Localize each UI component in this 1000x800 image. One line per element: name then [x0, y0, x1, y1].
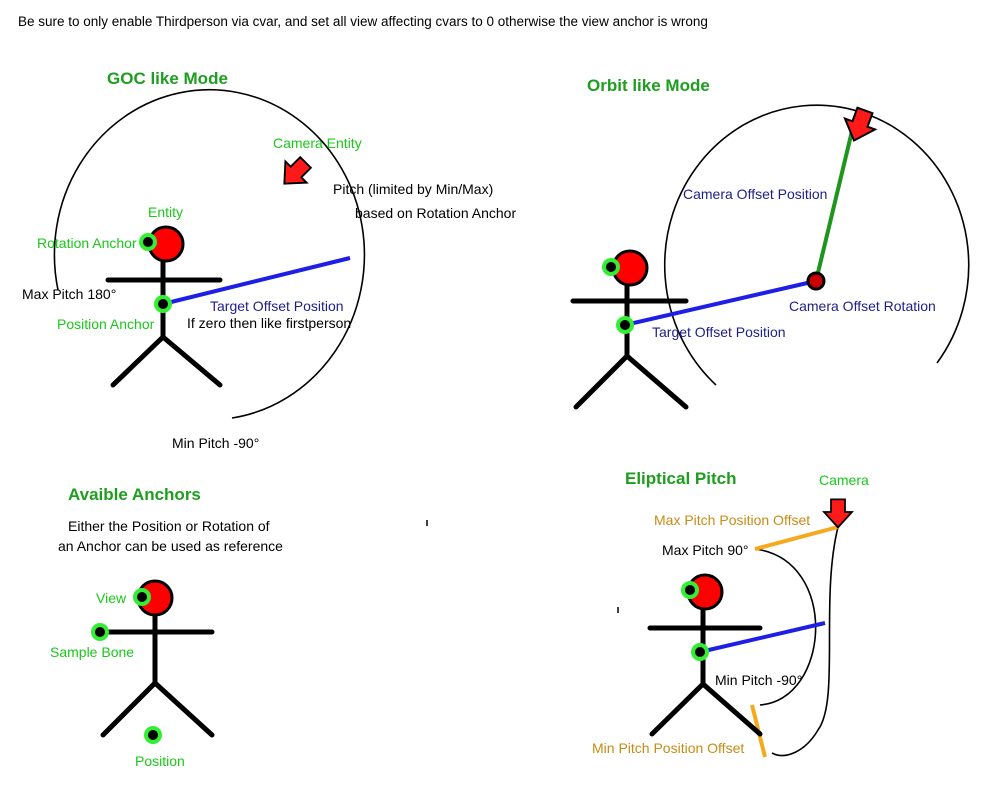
eliptical-max-pitch-label: Max Pitch 90° — [662, 542, 749, 558]
eliptical-outer-arc — [771, 526, 839, 757]
goc-target-offset-note: If zero then like firstperson — [187, 315, 351, 331]
orbit-camera-arrow-icon — [837, 103, 881, 148]
anchors-title: Avaible Anchors — [68, 485, 201, 504]
orbit-camera-offset-rotation-label: Camera Offset Rotation — [789, 298, 936, 314]
orbit-title: Orbit like Mode — [587, 76, 710, 95]
eliptical-max-offset-label: Max Pitch Position Offset — [654, 512, 810, 528]
orbit-position-anchor-marker — [616, 316, 634, 334]
eliptical-inner-arc — [754, 548, 817, 706]
goc-pitch-line1: Pitch (limited by Min/Max) — [333, 181, 493, 197]
goc-min-pitch-label: Min Pitch -90° — [172, 435, 259, 451]
goc-pitch-arc — [53, 89, 366, 419]
goc-camera-entity-label: Camera Entity — [273, 135, 362, 151]
goc-entity-label: Entity — [148, 204, 183, 220]
eliptical-max-offset-line — [754, 525, 839, 551]
anchors-position-label: Position — [135, 753, 185, 769]
eliptical-camera-label: Camera — [819, 472, 869, 488]
anchors-panel: Avaible Anchors Either the Position or R… — [50, 485, 283, 769]
orbit-target-offset-label: Target Offset Position — [652, 324, 786, 340]
anchors-position-marker — [144, 726, 162, 744]
orbit-camera-offset-line — [814, 130, 854, 282]
goc-position-anchor-marker — [154, 295, 172, 313]
goc-stick-figure-icon — [105, 225, 223, 388]
eliptical-target-line — [699, 621, 826, 654]
orbit-stick-figure-icon — [570, 249, 689, 410]
orbit-target-offset-line — [624, 279, 817, 327]
anchors-view-marker — [133, 588, 151, 606]
anchors-sample-bone-marker — [91, 623, 109, 641]
orbit-arc — [663, 104, 970, 386]
goc-camera-arrow-icon — [272, 150, 318, 196]
eliptical-min-offset-label: Min Pitch Position Offset — [592, 740, 744, 756]
orbit-rotation-anchor-marker — [602, 258, 620, 276]
anchors-sample-bone-label: Sample Bone — [50, 644, 134, 660]
goc-pitch-line2: based on Rotation Anchor — [355, 205, 516, 221]
goc-title: GOC like Mode — [107, 69, 228, 88]
orbit-camera-rotation-marker — [806, 271, 826, 291]
goc-rotation-anchor-label: Rotation Anchor — [37, 235, 137, 251]
eliptical-min-pitch-label: Min Pitch -90° — [715, 672, 802, 688]
eliptical-position-anchor-marker — [691, 643, 709, 661]
goc-position-anchor-label: Position Anchor — [57, 316, 155, 332]
note-text: Be sure to only enable Thirdperson via c… — [18, 14, 708, 29]
eliptical-panel: Eliptical Pitch Camera Max Pitch Positio… — [592, 469, 869, 758]
orbit-camera-offset-position-label: Camera Offset Position — [683, 186, 827, 202]
eliptical-title: Eliptical Pitch — [625, 469, 736, 488]
anchors-desc-line1: Either the Position or Rotation of — [68, 518, 270, 534]
anchors-desc-line2: an Anchor can be used as reference — [58, 538, 283, 554]
eliptical-rotation-anchor-marker — [681, 581, 699, 599]
goc-target-offset-line — [162, 256, 351, 306]
goc-panel: GOC like Mode Camera Entity Pitch (limit… — [22, 69, 516, 451]
anchors-view-label: View — [96, 590, 127, 606]
goc-max-pitch-label: Max Pitch 180° — [22, 286, 116, 302]
orbit-panel: Orbit like Mode Camera Offset Position C… — [570, 76, 970, 410]
goc-rotation-anchor-marker — [139, 233, 157, 251]
eliptical-camera-arrow-icon — [823, 498, 853, 529]
goc-target-offset-label: Target Offset Position — [210, 298, 344, 314]
